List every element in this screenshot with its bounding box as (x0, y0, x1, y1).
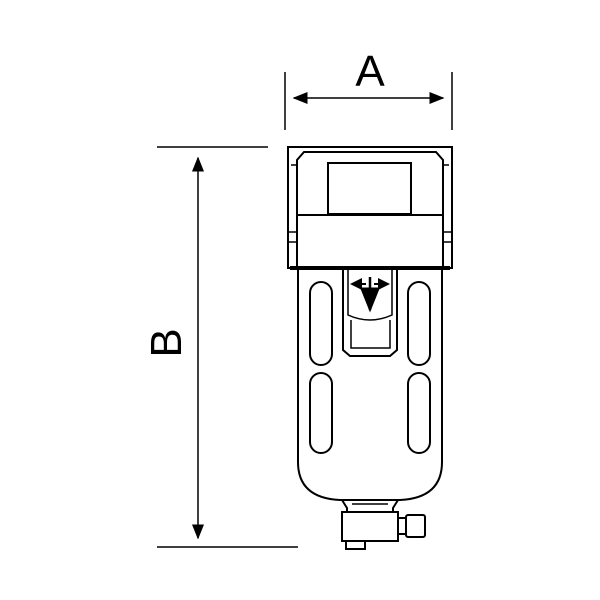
bowl-slot (309, 281, 333, 366)
bowl-slot (309, 372, 333, 454)
bowl-slot (407, 281, 431, 366)
dimension-label-a: A (355, 47, 385, 96)
drain-knob (405, 514, 426, 538)
filter-bowl (297, 268, 443, 501)
filter-head (287, 146, 453, 270)
dimension-b: B (142, 146, 298, 548)
dimension-a: A (284, 47, 453, 130)
bowl-slot (407, 372, 431, 454)
drain-valve (341, 499, 426, 550)
flow-indicator (342, 268, 398, 357)
gauge-window (327, 162, 412, 215)
filter-unit (287, 146, 453, 550)
dimension-label-b: B (142, 328, 191, 357)
